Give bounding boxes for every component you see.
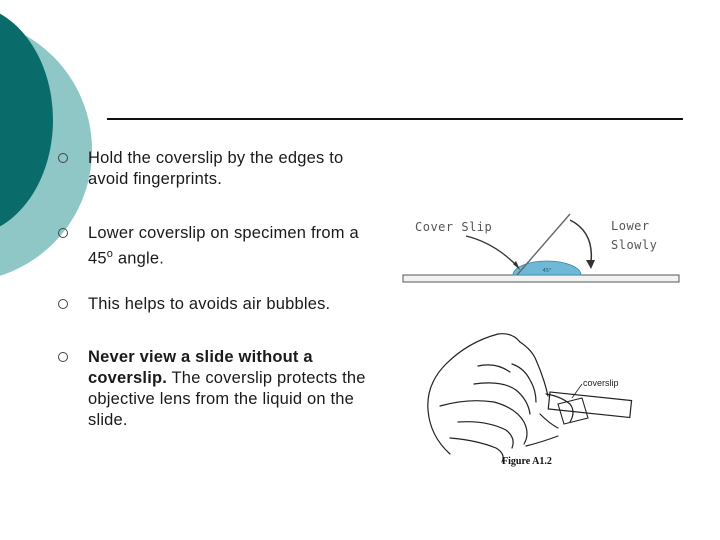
bullet-text-part: The coverslip protects the objective len… (88, 369, 366, 429)
coverslip-drawing (557, 397, 589, 425)
lower-label: Lower (611, 219, 650, 233)
bullet-text: This helps to avoids air bubbles. (88, 295, 331, 313)
bullet-text-part: angle. (113, 249, 165, 268)
coverslip-line (516, 213, 571, 276)
hand-drawing (427, 333, 574, 463)
coverslip-diagram: 45° Cover Slip Lower Slowly (400, 210, 682, 286)
left-arrow (465, 235, 519, 268)
bullet-text: Lower coverslip on specimen from a 45o a… (88, 223, 388, 270)
hand-figure: coverslip Figure A1.2 (420, 326, 635, 472)
dark-teal-circle (0, 13, 53, 227)
curved-arrow (569, 219, 593, 263)
bullet-text-part: Lower coverslip on specimen from a 45 (88, 224, 359, 268)
slide-drawing (547, 391, 633, 419)
bullet-bold-text: Never view a slide without a coverslip. (88, 348, 313, 387)
cover-slip-label: Cover Slip (415, 220, 492, 234)
specimen-drop (512, 260, 582, 276)
degree-mark: o (106, 248, 114, 260)
slowly-label: Slowly (611, 238, 657, 252)
bullet-text: Never view a slide without a coverslip. … (88, 347, 388, 431)
bullet-marker (58, 228, 68, 238)
curved-arrowhead (586, 260, 595, 269)
glass-slide (402, 274, 680, 283)
coverslip-label: coverslip (583, 378, 619, 388)
bullet-marker (58, 299, 68, 309)
bullet-marker (58, 352, 68, 362)
bullet-marker (58, 153, 68, 163)
title-underline (107, 118, 683, 120)
decorative-circles (0, 0, 120, 300)
angle-label: 45° (543, 268, 552, 274)
left-arrowhead (513, 261, 520, 270)
bullet-text: Hold the coverslip by the edges to avoid… (88, 149, 344, 188)
figure-caption: Figure A1.2 (502, 456, 552, 467)
label-pointer (571, 383, 583, 399)
